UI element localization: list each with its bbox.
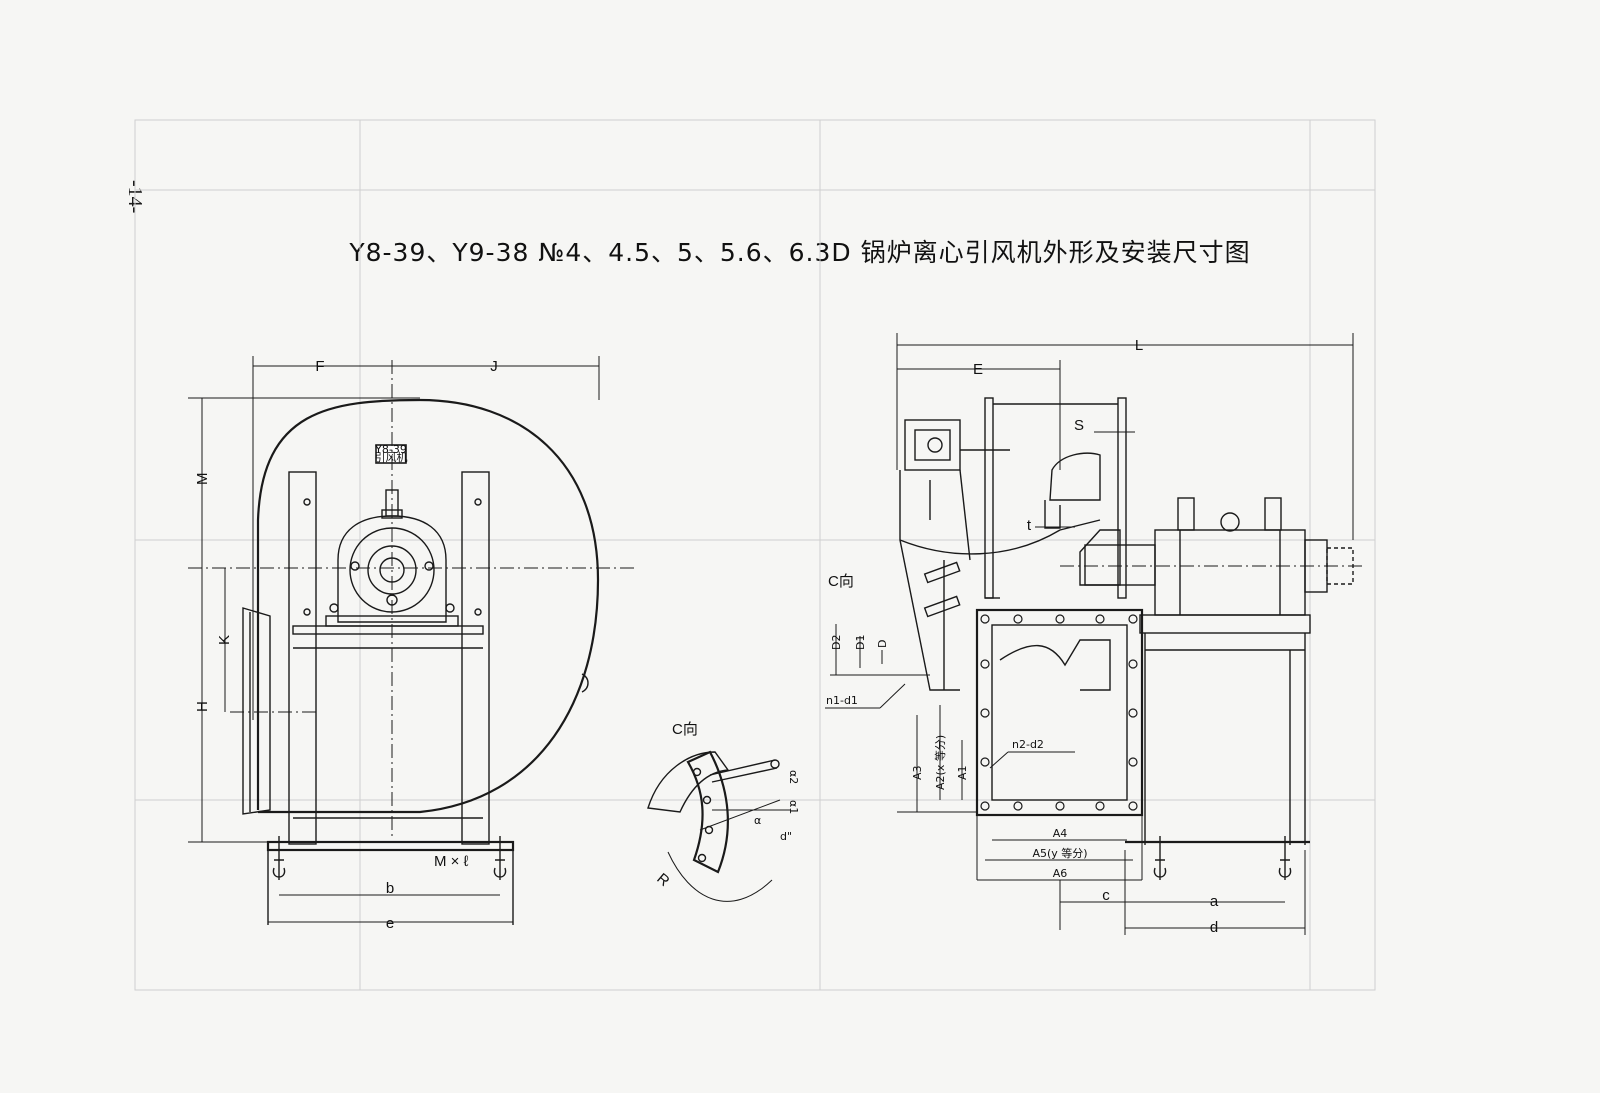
hole-n2d2: n2-d2 bbox=[1012, 738, 1044, 751]
c-view-detail: C向 R α α1 α2 d" bbox=[647, 721, 800, 902]
dim-M: M bbox=[194, 473, 211, 486]
dim-D: D bbox=[876, 640, 889, 648]
angle-alpha2: α2 bbox=[787, 770, 800, 784]
hole-d-prime: d" bbox=[780, 830, 792, 843]
dim-J: J bbox=[490, 358, 498, 375]
dim-A6: A6 bbox=[1053, 867, 1068, 880]
dim-e: e bbox=[386, 915, 394, 932]
nameplate-line2: 引风机 bbox=[375, 450, 408, 464]
nameplate bbox=[375, 444, 407, 464]
nameplate-line1: Y8-39 bbox=[374, 443, 407, 456]
radius-R: R bbox=[653, 870, 672, 890]
dim-A4: A4 bbox=[1053, 827, 1068, 840]
dim-D2: D2 bbox=[830, 635, 843, 650]
c-view-label: C向 bbox=[828, 573, 854, 590]
dim-c: c bbox=[1102, 887, 1110, 904]
drawing-title: Y8-39、Y9-38 №4、4.5、5、5.6、6.3D 锅炉离心引风机外形及… bbox=[349, 238, 1251, 267]
dim-d: d bbox=[1210, 919, 1218, 936]
dim-b: b bbox=[386, 880, 394, 897]
dim-A2: A2(x 等分) bbox=[933, 735, 947, 790]
dim-F: F bbox=[315, 358, 324, 375]
dim-A3: A3 bbox=[911, 765, 924, 780]
dim-Mxl: M × ℓ bbox=[434, 853, 469, 870]
dim-H: H bbox=[194, 701, 211, 712]
c-view-detail-label: C向 bbox=[672, 721, 698, 738]
dim-A1: A1 bbox=[956, 765, 969, 780]
dim-a: a bbox=[1210, 893, 1219, 910]
dim-K: K bbox=[216, 635, 233, 645]
dim-A5: A5(y 等分) bbox=[1032, 846, 1087, 860]
bleed-through-table bbox=[134, 119, 1376, 991]
dim-S: S bbox=[1074, 417, 1084, 434]
side-view: L E S t C向 D2 D1 D n1-d1 A3 A2(x 等分) A1 … bbox=[825, 333, 1365, 936]
dim-t: t bbox=[1027, 517, 1032, 534]
hole-n1d1: n1-d1 bbox=[826, 694, 858, 707]
dim-E: E bbox=[973, 361, 983, 378]
front-view: Y8-39 引风机 F J M K H M × ℓ b e bbox=[188, 356, 636, 932]
dim-L: L bbox=[1135, 337, 1143, 354]
angle-alpha: α bbox=[754, 814, 761, 827]
angle-alpha1: α1 bbox=[787, 800, 800, 814]
dim-D1: D1 bbox=[854, 635, 867, 650]
